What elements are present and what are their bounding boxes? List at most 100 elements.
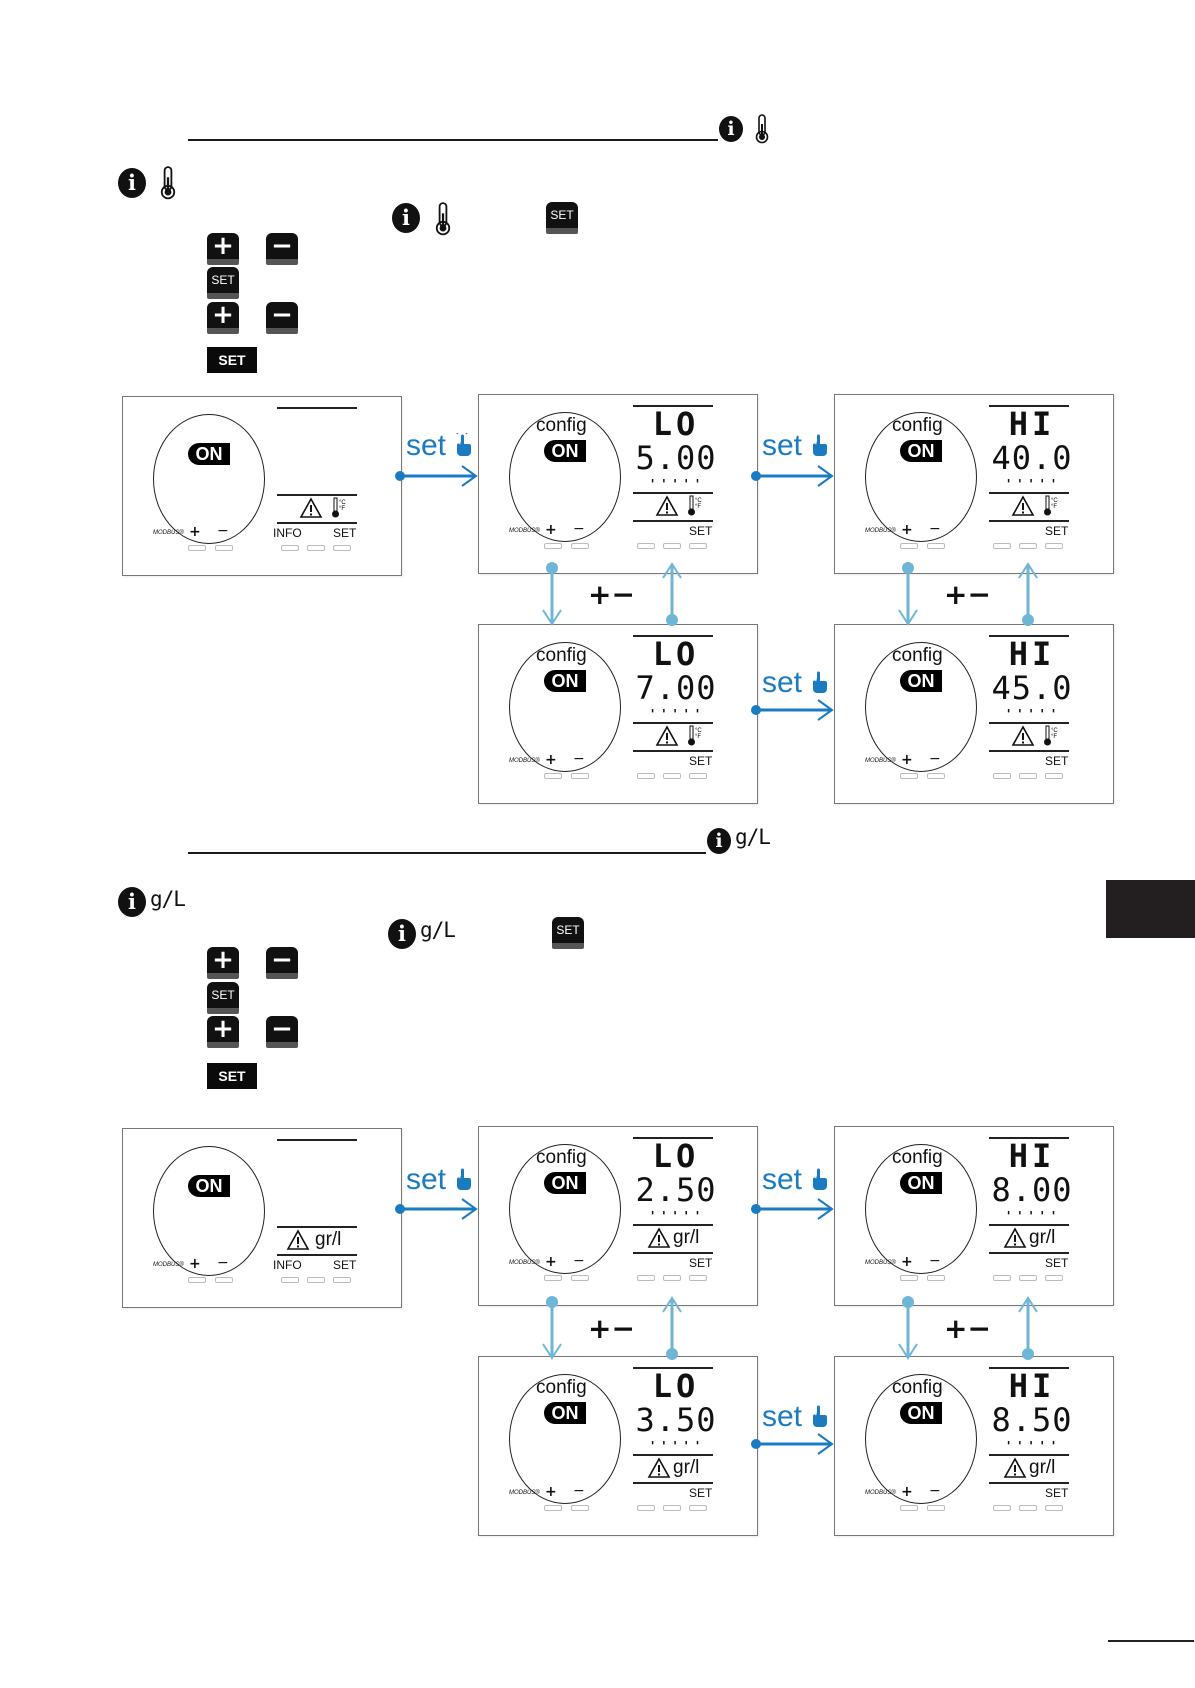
svg-text:°C: °C: [695, 498, 702, 504]
plus-label: +: [189, 524, 201, 540]
adjust-arrow-up: [662, 562, 682, 626]
config-label: config: [536, 645, 587, 666]
plus-label: +: [901, 1484, 913, 1500]
info-label: INFO: [273, 1258, 302, 1272]
minus-label: −: [217, 1255, 229, 1271]
flow-arrow-right: [751, 465, 834, 487]
page-footer-rule: [1108, 1640, 1194, 1642]
flow-set-label: set: [762, 429, 803, 462]
info-icon: i: [388, 919, 416, 949]
flow-arrow-right: [751, 1433, 834, 1455]
set-label: SET: [1045, 524, 1069, 538]
set-key-label: SET: [207, 1063, 257, 1089]
button-pad: [663, 1505, 681, 1511]
button-pad: [637, 773, 655, 779]
display-panel-low-limit-adjusted: config ON LO 7.00 ''''' °C°F MODBUS® + −…: [478, 624, 758, 804]
lcd-segments: ''''': [1005, 1209, 1062, 1223]
on-indicator: ON: [544, 1402, 586, 1424]
info-icon: i: [118, 887, 146, 917]
button-pad: [307, 545, 325, 551]
adjust-arrow-down: [542, 562, 562, 626]
dial: [865, 1144, 977, 1274]
thermometer-unit-icon: °C°F: [1044, 495, 1058, 516]
dial: [509, 1144, 621, 1274]
lcd-value: 2.50: [635, 1171, 717, 1209]
button-pad: [637, 1275, 655, 1281]
lcd-value: 8.50: [991, 1401, 1073, 1439]
flow-set-label: set: [406, 1163, 447, 1196]
dial: [865, 412, 977, 542]
button-pad: [571, 1275, 589, 1281]
lcd-value: 8.00: [991, 1171, 1073, 1209]
modbus-label: MODBUS®: [509, 758, 540, 764]
flow-set-label: set: [762, 1400, 803, 1433]
gl-unit-label: g/L: [420, 918, 456, 942]
set-key-label: SET: [207, 347, 257, 373]
lcd-value: 40.0: [991, 439, 1073, 477]
button-pad: [1019, 543, 1037, 549]
on-indicator: ON: [544, 670, 586, 692]
svg-text:°F: °F: [695, 504, 701, 510]
dial: [509, 412, 621, 542]
svg-text:°C: °C: [1051, 728, 1058, 734]
display-panel-high-limit-adjusted: config ON HI 45.0 ''''' °C°F MODBUS® + −…: [834, 624, 1114, 804]
minus-label: −: [573, 521, 585, 537]
button-pad: [927, 543, 945, 549]
warning-icon: [647, 1457, 671, 1478]
info-icon: i: [707, 828, 731, 854]
info-icon: i: [118, 168, 146, 198]
lcd-code: HI: [1008, 405, 1056, 443]
display-panel-high-limit-adjusted: config ON HI 8.50 ''''' gr/l MODBUS® + −…: [834, 1356, 1114, 1536]
adjust-arrow-up: [1018, 562, 1038, 626]
button-pad: [1045, 773, 1063, 779]
button-pad: [215, 1277, 233, 1283]
flow-arrow-right: [395, 1198, 478, 1220]
svg-text:°F: °F: [1051, 504, 1057, 510]
lcd-segments: ''''': [1005, 477, 1062, 491]
lcd-code: LO: [652, 405, 700, 443]
button-pad: [1045, 1275, 1063, 1281]
modbus-label: MODBUS®: [509, 528, 540, 534]
button-pad: [993, 543, 1011, 549]
plus-label: +: [189, 1256, 201, 1272]
info-label: INFO: [273, 526, 302, 540]
lcd-code: LO: [652, 1137, 700, 1175]
flow-set-label: set: [762, 1163, 803, 1196]
button-pad: [1019, 1275, 1037, 1281]
flow-set-label: set: [762, 666, 803, 699]
button-pad: [571, 1505, 589, 1511]
warning-icon: [1003, 1227, 1027, 1248]
svg-text:°C: °C: [339, 500, 346, 506]
lcd-value: 3.50: [635, 1401, 717, 1439]
config-label: config: [536, 415, 587, 436]
minus-label: −: [929, 1483, 941, 1499]
adjust-arrow-down: [542, 1296, 562, 1360]
minus-label: −: [929, 751, 941, 767]
warning-icon: [647, 1227, 671, 1248]
lcd-value: 5.00: [635, 439, 717, 477]
button-pad: [689, 543, 707, 549]
config-label: config: [536, 1377, 587, 1398]
warning-icon: [286, 1229, 310, 1250]
on-indicator: ON: [900, 440, 942, 462]
gr-l-unit-label: gr/l: [1029, 1457, 1056, 1478]
plus-minus-label: +−: [588, 1312, 635, 1345]
warning-icon: [299, 497, 323, 518]
plus-label: +: [901, 752, 913, 768]
plus-label: +: [545, 1254, 557, 1270]
button-pad: [900, 1275, 918, 1281]
dial: [153, 1146, 265, 1276]
hand-tap-icon: [813, 1168, 827, 1190]
set-label: SET: [1045, 754, 1069, 768]
on-indicator: ON: [900, 1172, 942, 1194]
button-pad: [544, 1275, 562, 1281]
button-pad: [281, 545, 299, 551]
config-label: config: [892, 1377, 943, 1398]
info-icon: i: [392, 203, 420, 233]
plus-label: +: [545, 752, 557, 768]
minus-label: −: [929, 521, 941, 537]
button-pad: [544, 543, 562, 549]
section-rule-temperature: [188, 139, 718, 141]
dial: [865, 1374, 977, 1504]
info-icon: i: [719, 116, 743, 142]
